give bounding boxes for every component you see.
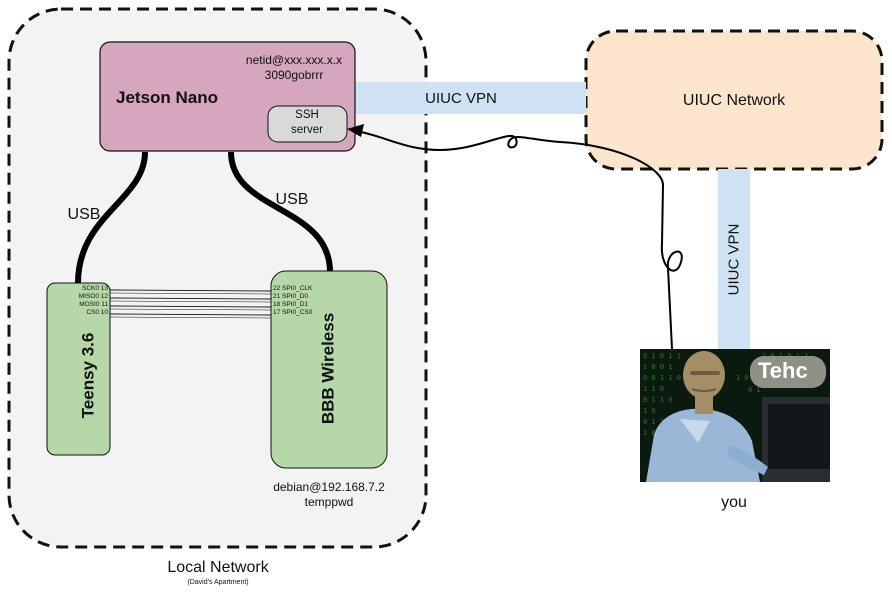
- teensy-board: [46, 282, 111, 456]
- svg-text:0 1: 0 1: [748, 386, 761, 394]
- ssh-server-box: [267, 105, 348, 143]
- ssh-arrow-head: [347, 124, 364, 137]
- spi-wires: [109, 289, 272, 319]
- usb-label-left: USB: [67, 206, 101, 223]
- vpn-horizontal-band: [355, 82, 586, 114]
- photo-caption: Tehc: [758, 358, 808, 383]
- local-network-label: Local Network: [167, 559, 269, 576]
- spi-wire-cs0: [109, 313, 272, 316]
- bbb-title: BBB Wireless: [318, 312, 338, 425]
- svg-text:0 1 0 1 1: 0 1 0 1 1: [643, 352, 681, 360]
- teensy-title: Teensy 3.6: [78, 332, 98, 419]
- local-network-sublabel: (David's Apartment): [187, 579, 249, 586]
- vpn-vertical-band: [718, 169, 750, 351]
- spi-wire-d0: [109, 297, 272, 300]
- bbb-pin-spi0-d1: 18 SPI0_D1: [273, 301, 309, 308]
- svg-text:1 0: 1 0: [643, 407, 656, 415]
- vpn-vertical-label: UIUC VPN: [725, 223, 743, 296]
- spi-wire-clk: [109, 289, 272, 292]
- svg-text:1 0 1: 1 0 1: [643, 429, 664, 437]
- usb-cable-bbb: [228, 151, 333, 273]
- spi-wire-d1: [109, 305, 272, 308]
- usb-cable-teensy: [75, 151, 148, 284]
- svg-text:1 1 0: 1 1 0: [643, 385, 664, 393]
- bbb-pin-spi0-cs0: 17 SPI0_CS0: [273, 309, 313, 316]
- ssh-server-label-2: server: [291, 124, 323, 136]
- ssh-server-label-1: SSH: [295, 109, 319, 121]
- bbb-board: [270, 270, 388, 469]
- teensy-pin-cs0: CS0 10: [86, 309, 108, 316]
- jetson-title: Jetson Nano: [116, 88, 219, 107]
- uiuc-network-label: UIUC Network: [682, 92, 786, 109]
- user-photo: 0 1 0 1 1 1 0 0 1 0 0 1 1 0 1 1 0 0 1 1 …: [640, 349, 830, 482]
- jetson-credentials-user: netid@xxx.xxx.x.x: [245, 53, 343, 67]
- svg-text:0 0 1 1 0: 0 0 1 1 0: [643, 374, 681, 382]
- svg-text:1 0 0 1: 1 0 0 1: [643, 363, 673, 371]
- bbb-credentials-user: debian@192.168.7.2: [273, 480, 385, 494]
- you-label: you: [721, 494, 747, 511]
- svg-text:0 1 1 0: 0 1 1 0: [643, 396, 673, 404]
- usb-label-right: USB: [275, 191, 309, 208]
- bbb-pin-spi0-clk: 22 SPI0_CLK: [273, 285, 313, 292]
- bbb-pin-spi0-d0: 21 SPI0_D0: [273, 293, 309, 300]
- jetson-credentials-password: 3090gobrrr: [264, 68, 324, 82]
- teensy-pin-mosi0: MOSI0 11: [79, 301, 108, 308]
- ssh-connection-line: [355, 130, 683, 350]
- svg-text:0 1 1: 0 1 1: [643, 418, 664, 426]
- vpn-horizontal-label: UIUC VPN: [425, 90, 497, 107]
- bbb-credentials-password: temppwd: [304, 495, 354, 509]
- teensy-pin-sck0: SCK0 13: [81, 285, 108, 292]
- svg-text:1 0: 1 0: [736, 374, 749, 382]
- teensy-pin-miso0: MISO0 12: [78, 293, 108, 300]
